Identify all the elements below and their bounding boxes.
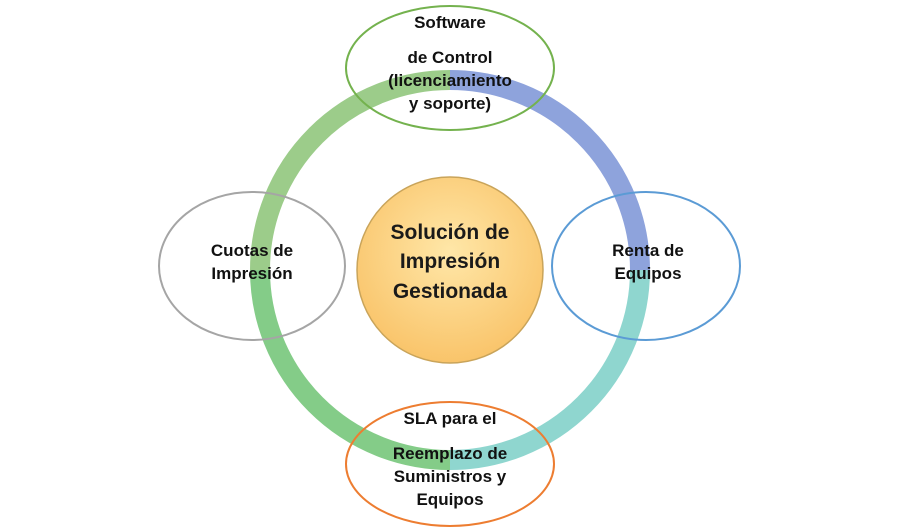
center-circle <box>356 176 544 364</box>
node-top-circle <box>345 5 555 131</box>
ring-arc-bottom-left <box>250 269 451 470</box>
ring-arc-top-left <box>250 70 451 271</box>
node-bottom-circle <box>345 401 555 527</box>
node-bottom-line-1: SLA para el <box>403 409 497 428</box>
center-line-2: Impresión <box>399 250 501 274</box>
center-line-1: Solución de <box>390 221 510 244</box>
node-bottom-line-3: Suministros y <box>393 466 507 486</box>
center-line-3: Gestionada <box>392 279 508 303</box>
node-top-line-2: de Control <box>407 47 493 67</box>
node-left-label: Cuotas de Impresión <box>160 240 344 286</box>
node-bottom-line-2: Reemplazo de <box>392 443 508 463</box>
center-label: Solución de Impresión Gestionada <box>358 218 542 306</box>
node-top-line-1: Software <box>414 13 486 32</box>
node-top-line-4: y soporte) <box>408 93 492 113</box>
node-bottom-label: SLA para el Reemplazo de Suministros y E… <box>348 408 552 512</box>
node-right-line-2: Equipos <box>614 263 682 283</box>
ring-arc-bottom-right <box>449 269 650 470</box>
node-top-label: Software de Control (licenciamiento y so… <box>348 12 552 116</box>
node-left-line-1: Cuotas de <box>210 241 294 260</box>
node-top-line-3: (licenciamiento <box>388 70 512 90</box>
node-right-line-1: Renta de <box>612 241 684 260</box>
node-right-label: Renta de Equipos <box>556 240 740 286</box>
node-bottom-line-4: Equipos <box>416 489 484 509</box>
node-left-line-2: Impresión <box>211 263 293 283</box>
ring-arc-top-right <box>449 70 650 271</box>
node-right-circle <box>551 191 741 341</box>
node-left-circle <box>158 191 346 341</box>
